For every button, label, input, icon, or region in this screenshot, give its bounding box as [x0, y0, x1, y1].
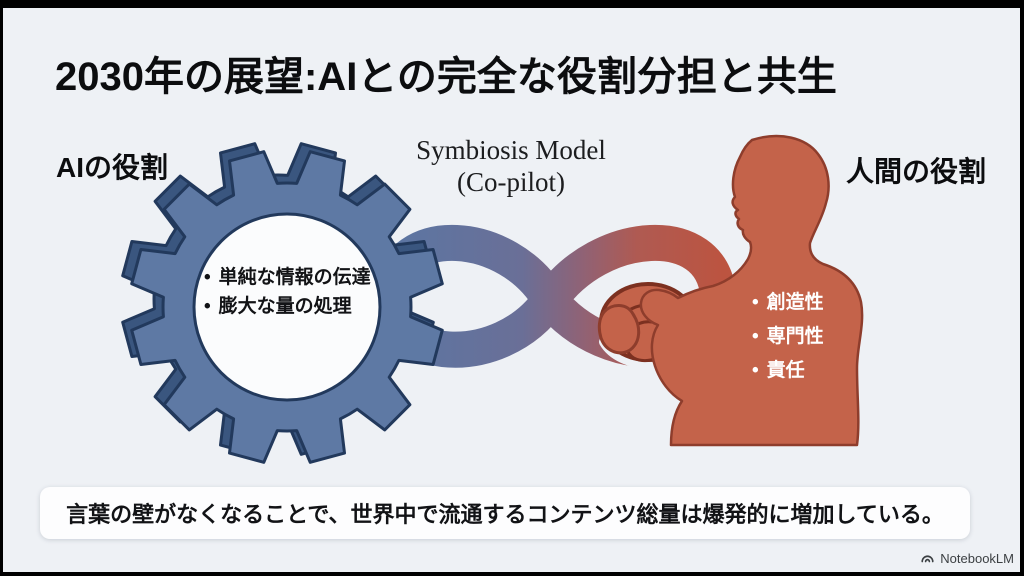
list-item: • 単純な情報の伝達 [204, 264, 386, 293]
branding: NotebookLM [920, 551, 1014, 566]
ai-bullet-1: 単純な情報の伝達 [218, 267, 371, 288]
slide-title: 2030年の展望:AIとの完全な役割分担と共生 [55, 55, 837, 99]
list-item: • 膨大な量の処理 [204, 293, 386, 322]
gear-icon [121, 142, 444, 464]
footer-note-box: 言葉の壁がなくなることで、世界中で流通するコンテンツ総量は爆発的に増加している。 [40, 487, 970, 539]
slide-background: 2030年の展望:AIとの完全な役割分担と共生 AIの役割 Symbiosis … [3, 8, 1020, 572]
human-bullet-1: 創造性 [766, 292, 824, 313]
human-bullet-3: 責任 [766, 359, 805, 381]
human-role-label: 人間の役割 [846, 156, 987, 187]
notebooklm-logo-icon [921, 555, 934, 563]
symbiosis-model-line1: Symbiosis Model [416, 135, 606, 165]
bullet-dot: • [752, 359, 759, 381]
symbiosis-model-label: Symbiosis Model (Co-pilot) [388, 134, 634, 199]
human-bullet-2: 専門性 [766, 325, 824, 347]
bullet-dot: • [204, 267, 211, 288]
human-role-bullet-list: • 創造性 • 専門性 • 責任 [752, 286, 862, 387]
list-item: • 責任 [752, 354, 862, 388]
list-item: • 専門性 [752, 320, 862, 354]
left-hand [597, 304, 641, 355]
ai-role-bullet-list: • 単純な情報の伝達 • 膨大な量の処理 [204, 264, 386, 321]
bullet-dot: • [204, 295, 211, 317]
person-silhouette [639, 134, 864, 447]
ai-bullet-2: 膨大な量の処理 [218, 295, 352, 317]
footer-note-text: 言葉の壁がなくなることで、世界中で流通するコンテンツ総量は爆発的に増加している。 [66, 502, 944, 527]
bullet-dot: • [752, 325, 759, 347]
gear-center-circle [192, 212, 382, 402]
symbiosis-model-line2: (Co-pilot) [457, 167, 565, 198]
ai-role-label: AIの役割 [56, 152, 169, 183]
bullet-dot: • [752, 292, 759, 313]
branding-text: NotebookLM [940, 551, 1014, 566]
list-item: • 創造性 [752, 286, 862, 320]
